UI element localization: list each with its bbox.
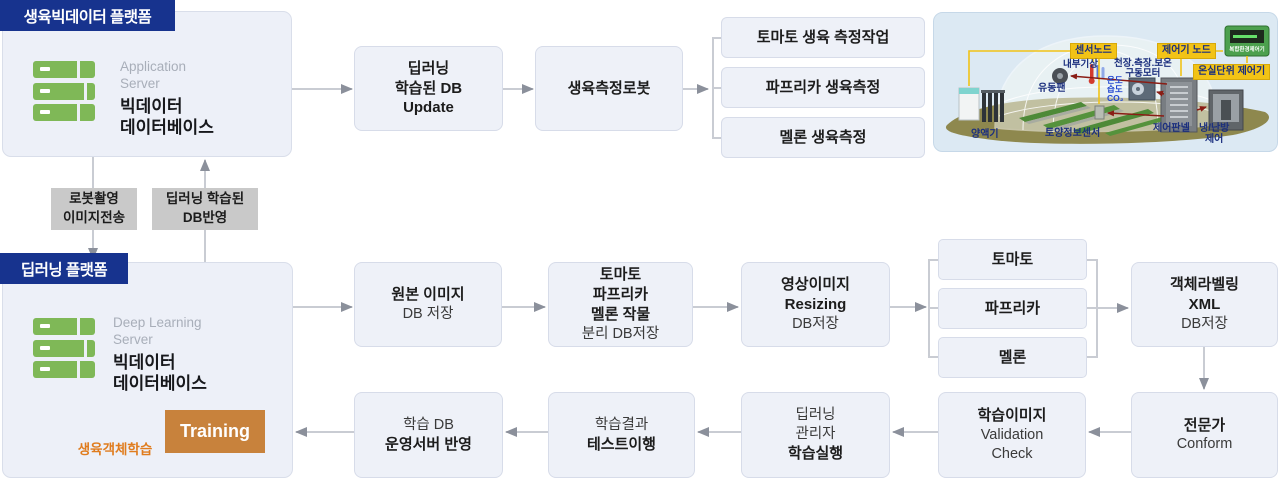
deep-learning-platform-title: 딥러닝 플랫폼 (20, 261, 108, 279)
application-server-icon (33, 61, 95, 121)
task-melon-measure: 멜론 생육측정 (721, 117, 925, 158)
env-variables-label: 온도 습도 CO₂ (1107, 75, 1124, 103)
unit-controller-label: 온실단위 제어기 (1193, 64, 1271, 80)
object-labeling-normal: DB저장 (1181, 315, 1228, 332)
nutrient-machine (958, 87, 1005, 122)
flow-step-db-update: 딥러닝 학습된 DB Update (354, 46, 503, 131)
growth-bigdata-platform-title: 생육빅데이터 플랫폼 (23, 8, 152, 26)
task-melon-text: 멜론 생육측정 (779, 128, 867, 146)
test-run-bold: 테스트이행 (586, 435, 656, 453)
crop-melon-text: 멜론 (998, 348, 1027, 366)
control-panel-cabinet (1160, 77, 1198, 133)
flow-step-admin-training: 딥러닝 관리자 학습실행 (741, 392, 890, 478)
crop-split-bold: 토마토 파프리카 멜론 작물 (590, 266, 651, 323)
hvac-photo (1208, 89, 1244, 131)
expert-conform-bold: 전문가 (1183, 416, 1226, 434)
growth-robot-text: 생육측정로봇 (567, 79, 651, 97)
deep-learning-server-icon (33, 318, 95, 378)
deploy-db-normal: 학습 DB (403, 416, 454, 433)
crop-box-melon: 멜론 (938, 337, 1087, 378)
crop-split-normal: 분리 DB저장 (581, 325, 660, 342)
crop-box-paprika: 파프리카 (938, 288, 1087, 329)
flow-step-test-run: 학습결과 테스트이행 (548, 392, 695, 478)
admin-training-bold: 학습실행 (787, 445, 844, 463)
test-run-normal: 학습결과 (594, 416, 649, 433)
task-tomato-text: 토마토 생육 측정작업 (756, 28, 890, 46)
control-arrows (1070, 73, 1207, 117)
resizing-bold: 영상이미지 Resizing (780, 276, 850, 313)
deploy-db-bold: 운영서버 반영 (385, 435, 472, 453)
deep-learning-server-name: 빅데이터 데이터베이스 (113, 352, 207, 393)
robot-image-transfer-label: 로봇촬영 이미지전송 (51, 188, 137, 230)
crop-rows (1019, 102, 1185, 136)
flow-step-object-labeling: 객체라벨링 XML DB저장 (1131, 262, 1278, 347)
motor-label: 천장.측장.보온 구동모터 (1114, 58, 1172, 79)
resizing-normal: DB저장 (792, 315, 839, 332)
validation-check-normal: Validation Check (980, 426, 1044, 462)
deep-learning-platform-header: 딥러닝 플랫폼 (0, 253, 128, 284)
flow-step-deploy-db: 학습 DB 운영서버 반영 (354, 392, 503, 478)
db-update-text: 딥러닝 학습된 DB Update (394, 59, 463, 117)
crop-box-tomato: 토마토 (938, 239, 1087, 280)
original-image-normal: DB 저장 (402, 305, 454, 322)
application-server-text: Application Server 빅데이터 데이터베이스 (120, 58, 214, 138)
deep-learning-server-text: Deep Learning Server 빅데이터 데이터베이스 (113, 314, 207, 394)
object-labeling-bold: 객체라벨링 XML (1169, 276, 1239, 313)
control-panel-label: 제어판넬 (1153, 123, 1190, 134)
application-server-name: 빅데이터 데이터베이스 (120, 96, 214, 137)
task-paprika-measure: 파프리카 생육측정 (721, 67, 925, 108)
flow-step-growth-robot: 생육측정로봇 (535, 46, 683, 131)
drive-motor-photo (1128, 77, 1156, 101)
crop-tomato-text: 토마토 (991, 250, 1034, 268)
application-server-type: Application Server (120, 59, 187, 92)
crop-paprika-text: 파프리카 (984, 299, 1041, 317)
fan-label: 유동팬 (1038, 83, 1066, 94)
flow-step-validation-check: 학습이미지 Validation Check (938, 392, 1086, 478)
task-tomato-measure: 토마토 생육 측정작업 (721, 17, 925, 58)
hvac-label: 냉/난방 제어 (1199, 123, 1230, 145)
device-name-label: 복합환경제어기 (1229, 47, 1265, 53)
flow-step-original-image: 원본 이미지 DB 저장 (354, 262, 502, 347)
circulation-fan-icon (1052, 68, 1068, 84)
deep-learning-server-type: Deep Learning Server (113, 315, 202, 348)
task-paprika-text: 파프리카 생육측정 (765, 78, 881, 96)
greenhouse-photo: 센서노드 제어기 노드 온실단위 제어기 복합환경제어기 내부기상 천장.측장.… (933, 12, 1278, 152)
training-box: Training (165, 410, 265, 453)
growth-bigdata-platform-header: 생육빅데이터 플랫폼 (0, 0, 175, 31)
flow-step-expert-conform: 전문가 Conform (1131, 392, 1278, 478)
indoor-weather-label: 내부기상 (1063, 59, 1098, 70)
flow-step-crop-split: 토마토 파프리카 멜론 작물 분리 DB저장 (548, 262, 693, 347)
soil-sensor-label: 토양정보센서 (1045, 128, 1101, 139)
flow-step-resizing: 영상이미지 Resizing DB저장 (741, 262, 890, 347)
expert-conform-normal: Conform (1176, 436, 1233, 453)
thermometer-icons (1088, 64, 1105, 84)
nutrient-label: 양액기 (971, 129, 999, 140)
controller-node-label: 제어기 노드 (1157, 43, 1216, 59)
soil-sensor-icon (1094, 105, 1105, 120)
admin-training-normal: 딥러닝 관리자 (795, 406, 836, 443)
trained-db-reflect-label: 딥러닝 학습된 DB반영 (152, 188, 258, 230)
validation-check-bold: 학습이미지 (977, 406, 1047, 424)
original-image-bold: 원본 이미지 (391, 286, 465, 304)
sensor-node-label: 센서노드 (1070, 43, 1117, 59)
growth-object-learning-caption: 생육객체학습 (77, 442, 153, 457)
